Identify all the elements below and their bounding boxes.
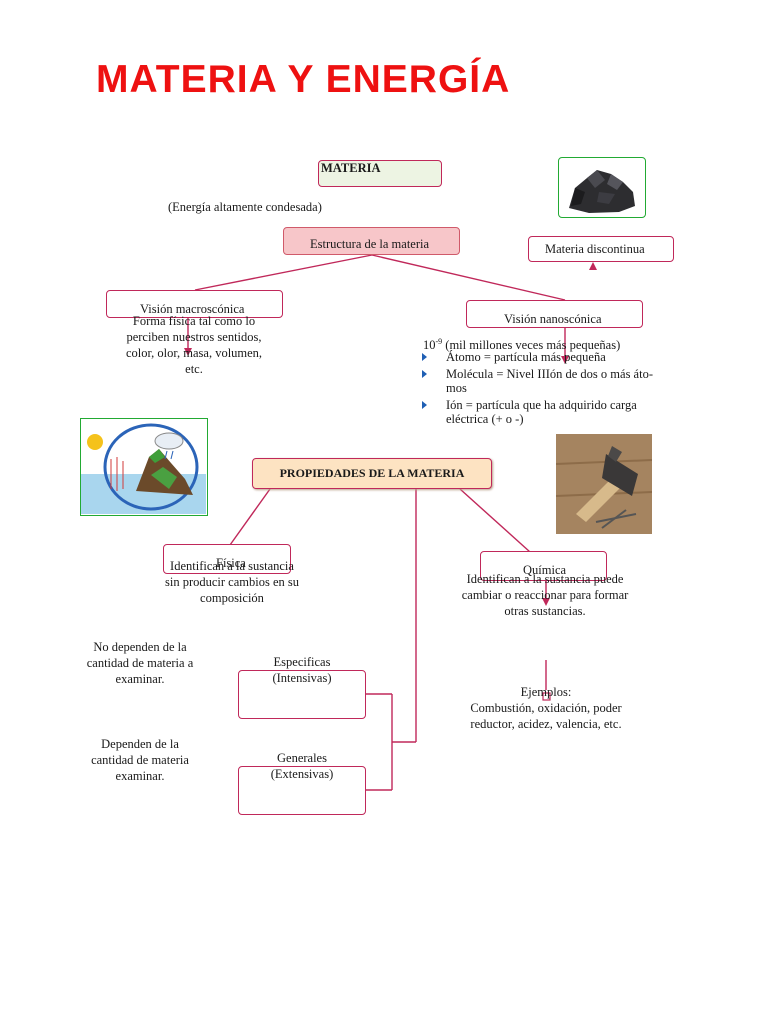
bullet-icon	[422, 401, 427, 409]
list-item: Molécula = Nivel IIIón de dos o más áto-…	[420, 367, 700, 395]
page-title: MATERIA Y ENERGÍA	[96, 58, 511, 101]
especificas-note: No dependen de la cantidad de materia a …	[70, 639, 210, 687]
quimica-desc-line: Identifican a la sustancia puede	[466, 572, 624, 586]
generales-label-line: Generales	[277, 751, 327, 765]
coal-rock-icon	[569, 170, 635, 213]
vision-macroscopica-box	[106, 290, 283, 318]
nano-intro-text: (mil millones veces más pequeñas)	[442, 338, 621, 353]
generales-label-line: (Extensivas)	[270, 767, 334, 781]
macro-desc-line: Forma física tal como lo	[132, 314, 256, 328]
macro-desc-line: perciben nuestros sentidos,	[126, 330, 262, 344]
fisica-label: Física	[216, 556, 246, 570]
macro-desc-line: etc.	[185, 362, 203, 376]
especificas-label-line: (Intensivas)	[272, 671, 332, 685]
hammer-picture	[556, 434, 652, 534]
fisica-description: Identifican a la sustancia sin producir …	[146, 558, 318, 606]
especificas-note-line: examinar.	[115, 672, 165, 686]
water-cycle-icon	[81, 419, 206, 514]
quimica-desc-line: cambiar o reaccionar para formar	[461, 588, 629, 602]
ejemplos-line: Combustión, oxidación, poder	[470, 701, 622, 715]
generales-box	[238, 766, 366, 815]
materia-discontinua-label: Materia discontinua	[545, 242, 645, 256]
nano-intro-base: 10	[423, 338, 436, 353]
especificas-note-line: cantidad de materia a	[86, 656, 194, 670]
water-cycle-picture	[80, 418, 208, 516]
generales-label: Generales (Extensivas)	[238, 750, 366, 782]
quimica-desc-line: otras sustancias.	[504, 604, 586, 618]
bullet-icon	[422, 370, 427, 378]
fisica-box	[163, 544, 291, 574]
macro-desc-line: color, olor, masa, volumen,	[125, 346, 263, 360]
ejemplos-line: Ejemplos:	[520, 685, 572, 699]
vision-macroscopica-label: Visión macroscónica	[140, 302, 245, 316]
nano-intro-exponent: -9	[435, 337, 443, 346]
generales-note-line: examinar.	[115, 769, 165, 783]
fisica-desc-line: composición	[200, 591, 264, 605]
materia-label: MATERIA	[321, 161, 381, 175]
fisica-desc-line: sin producir cambios en su	[164, 575, 299, 589]
generales-note-line: cantidad de materia	[91, 753, 189, 767]
estructura-box	[283, 227, 460, 255]
materia-box	[318, 160, 442, 187]
macro-description: Forma física tal como lo perciben nuestr…	[96, 313, 292, 377]
propiedades-box	[252, 458, 492, 489]
bullet-icon	[422, 353, 427, 361]
materia-subtitle: (Energía altamente condesada)	[168, 200, 322, 214]
bullet-text: Átomo = partícula más pequeña	[446, 350, 606, 364]
coal-picture	[558, 157, 646, 218]
vision-nanoscopica-box	[466, 300, 643, 328]
propiedades-label: PROPIEDADES DE LA MATERIA	[279, 466, 465, 480]
especificas-note-line: No dependen de la	[93, 640, 187, 654]
hammer-nails-icon	[556, 434, 652, 534]
quimica-label: Química	[523, 563, 567, 577]
nano-bullet-list: Átomo = partícula más pequeña Molécula =…	[420, 350, 700, 429]
bullet-text: Ión = partícula que ha adquirido carga e…	[446, 398, 637, 426]
list-item: Ión = partícula que ha adquirido carga e…	[420, 398, 700, 426]
especificas-label-line: Especificas	[273, 655, 331, 669]
estructura-label: Estructura de la materia	[310, 237, 430, 251]
quimica-description: Identifican a la sustancia puede cambiar…	[440, 571, 650, 619]
bullet-text: Molécula = Nivel IIIón de dos o más áto-…	[446, 367, 653, 395]
generales-note: Dependen de la cantidad de materia exami…	[70, 736, 210, 784]
ejemplos: Ejemplos: Combustión, oxidación, poder r…	[440, 684, 652, 732]
materia-discontinua-box	[528, 236, 674, 262]
quimica-box	[480, 551, 607, 581]
fisica-desc-line: Identifican a la sustancia	[170, 559, 294, 573]
especificas-label: Especificas (Intensivas)	[238, 654, 366, 686]
generales-note-line: Dependen de la	[101, 737, 179, 751]
especificas-box	[238, 670, 366, 719]
vision-nanoscopica-label: Visión nanoscónica	[504, 312, 602, 326]
ejemplos-line: reductor, acidez, valencia, etc.	[470, 717, 622, 731]
list-item: Átomo = partícula más pequeña	[420, 350, 700, 364]
nano-intro: 10-9 (mil millones veces más pequeñas)	[423, 334, 620, 353]
